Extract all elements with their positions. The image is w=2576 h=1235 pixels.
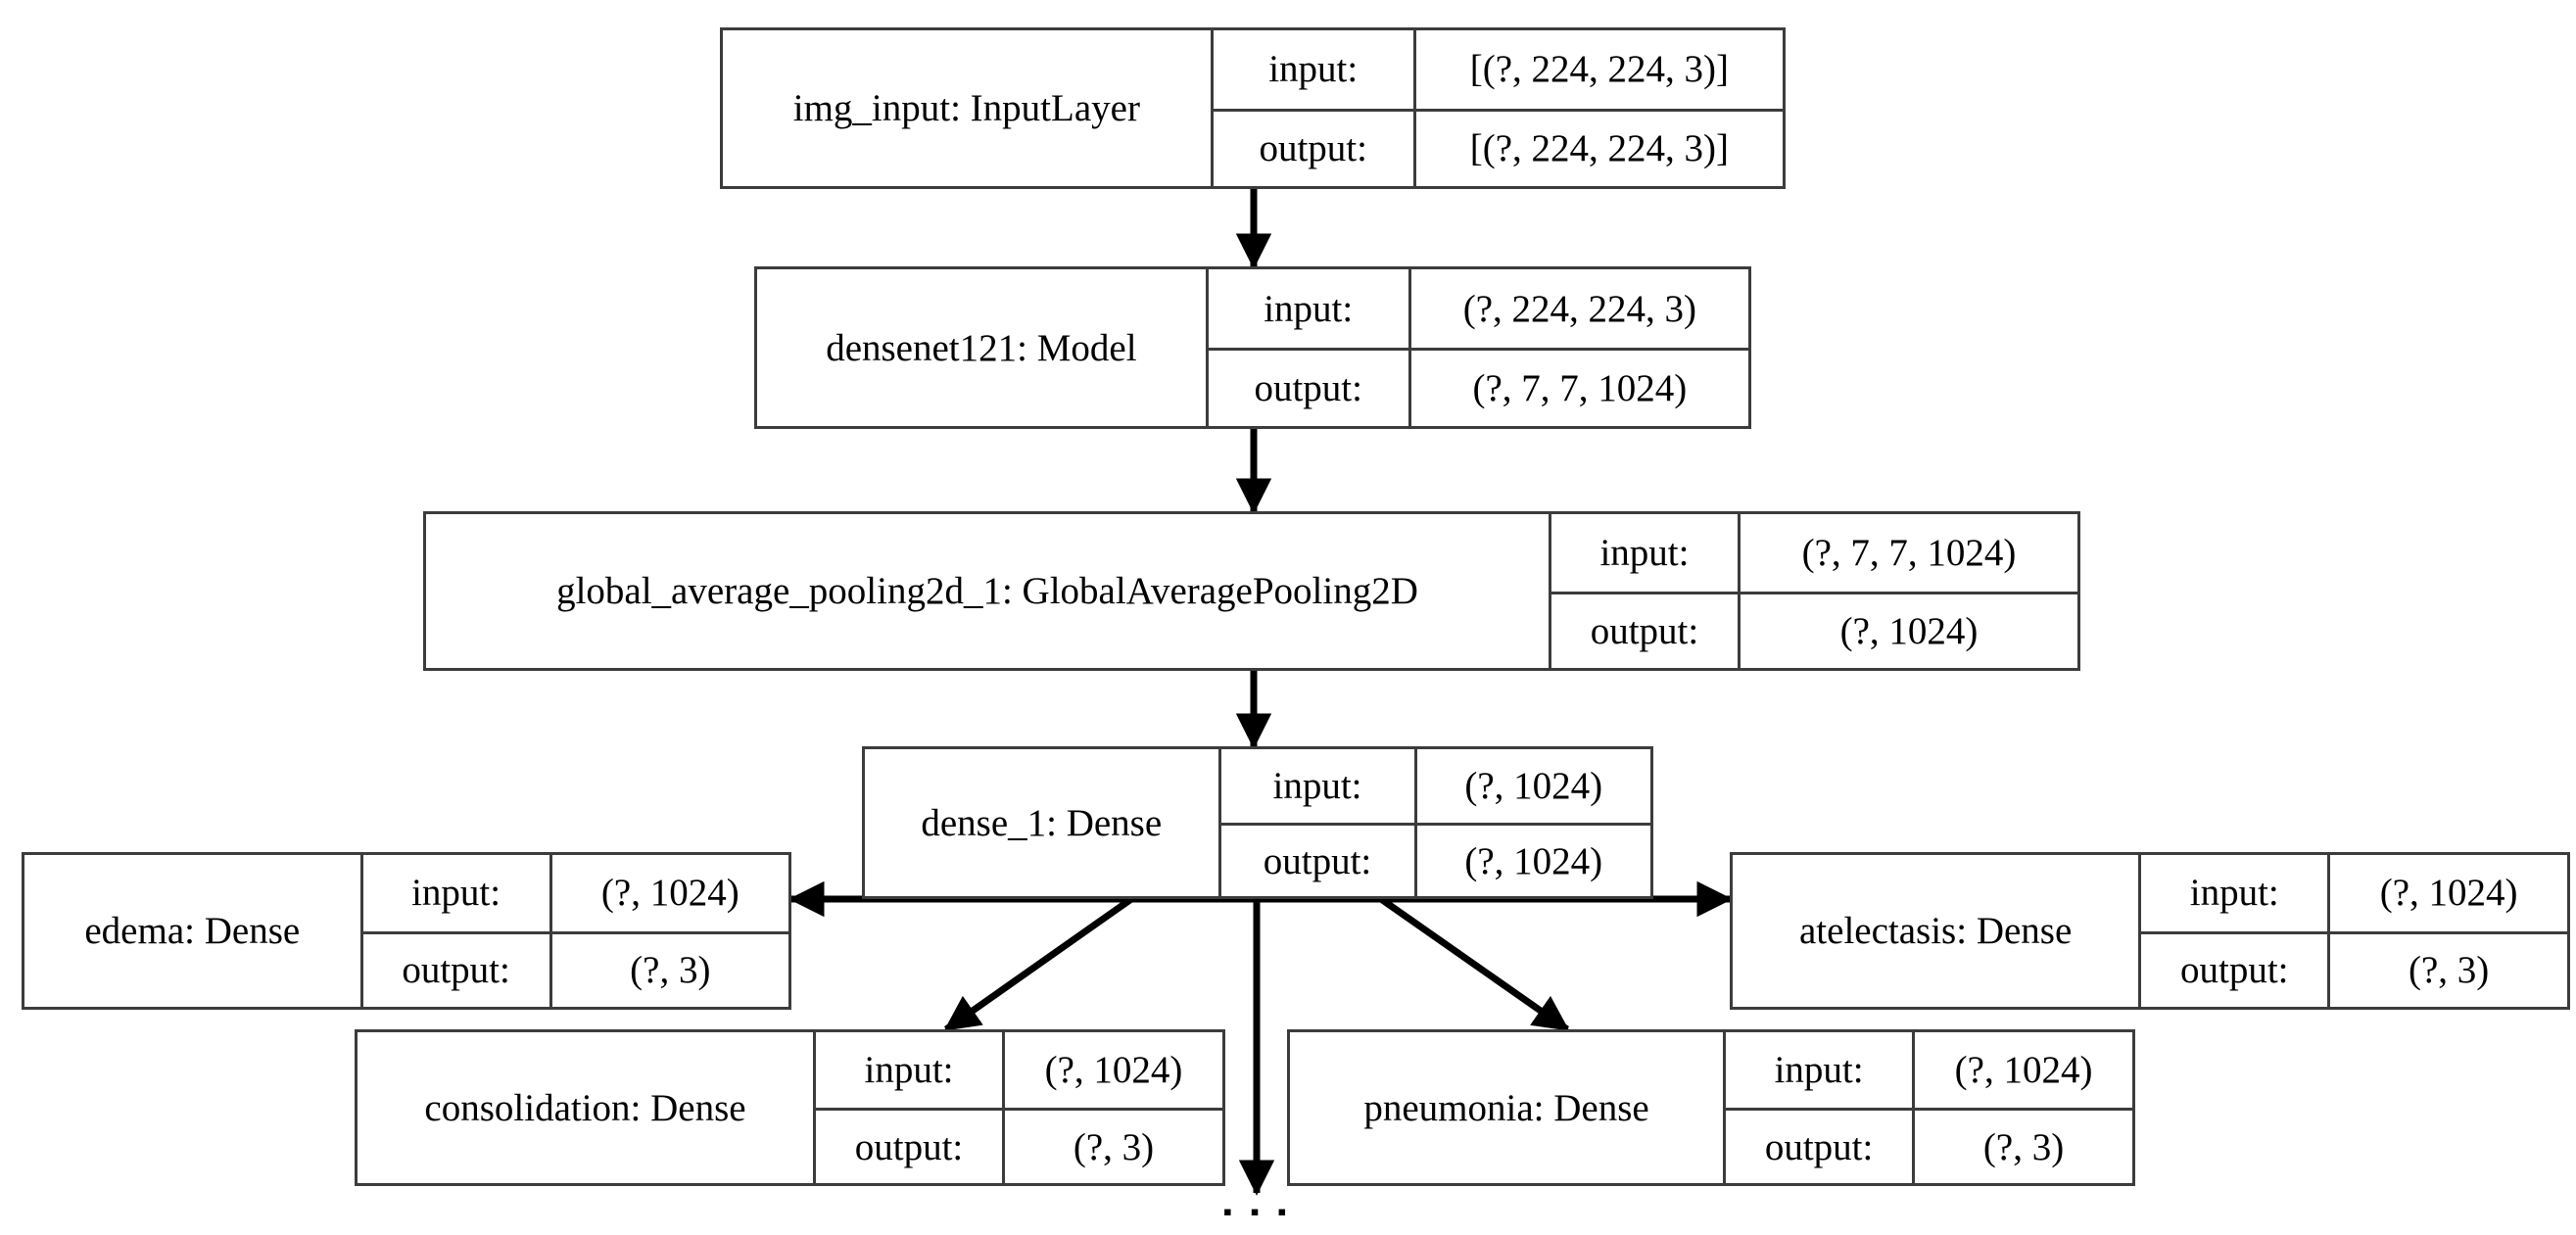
node-consolidation-label: consolidation: Dense: [424, 1086, 746, 1129]
input-label: input:: [1264, 287, 1354, 330]
node-atelectasis-input-row: input: (?, 1024): [2141, 855, 2567, 931]
node-dense_1-input-row: input: (?, 1024): [1221, 749, 1650, 823]
node-pneumonia-input-shape: (?, 1024): [1912, 1032, 2132, 1108]
node-dense_1-io: input: (?, 1024) output: (?, 1024): [1217, 749, 1650, 896]
node-global_average_pooling2d_1-output-shape: (?, 1024): [1737, 594, 2077, 668]
node-densenet121-input-shape: (?, 224, 224, 3): [1407, 269, 1748, 348]
node-pneumonia-io: input: (?, 1024) output: (?, 3): [1723, 1032, 2132, 1183]
node-dense_1-input-shape: (?, 1024): [1413, 749, 1650, 823]
output-label: output:: [1263, 839, 1372, 882]
output-label: output:: [1764, 1125, 1874, 1168]
node-global_average_pooling2d_1-label: global_average_pooling2d_1: GlobalAverag…: [556, 570, 1418, 612]
node-edema[interactable]: edema: Dense input: (?, 1024) output: (?…: [22, 852, 791, 1010]
edge-dense_1-to-pneumonia: [1378, 896, 1570, 1032]
node-pneumonia-label: pneumonia: Dense: [1363, 1086, 1649, 1129]
node-img_input[interactable]: img_input: InputLayer input: [(?, 224, 2…: [720, 27, 1786, 189]
node-edema-output-shape: (?, 3): [549, 933, 788, 1007]
output-label: output:: [1259, 127, 1367, 170]
node-atelectasis-io: input: (?, 1024) output: (?, 3): [2138, 855, 2567, 1007]
node-img_input-label: img_input: InputLayer: [792, 87, 1140, 129]
node-consolidation-input-row: input: (?, 1024): [816, 1032, 1222, 1108]
node-dense_1-output-shape: (?, 1024): [1413, 826, 1650, 896]
node-img_input-output-shape: [(?, 224, 224, 3)]: [1412, 111, 1783, 186]
node-densenet121[interactable]: densenet121: Model input: (?, 224, 224, …: [754, 266, 1751, 429]
node-atelectasis-output-shape: (?, 3): [2327, 933, 2567, 1007]
node-consolidation-io: input: (?, 1024) output: (?, 3): [813, 1032, 1222, 1183]
node-densenet121-label: densenet121: Model: [826, 326, 1137, 369]
input-label: input:: [411, 872, 501, 915]
edge-dense_1-to-consolidation: [943, 896, 1134, 1032]
node-consolidation-output-shape: (?, 3): [1002, 1111, 1222, 1183]
node-global_average_pooling2d_1-input-row: input: (?, 7, 7, 1024): [1551, 514, 2077, 592]
node-edema-input-row: input: (?, 1024): [363, 855, 788, 931]
node-dense_1-label: dense_1: Dense: [921, 801, 1163, 844]
node-pneumonia[interactable]: pneumonia: Dense input: (?, 1024) output…: [1287, 1029, 2135, 1186]
node-img_input-input-row: input: [(?, 224, 224, 3)]: [1214, 30, 1783, 109]
node-pneumonia-output-shape: (?, 3): [1912, 1111, 2132, 1183]
output-label: output:: [402, 949, 510, 992]
node-densenet121-io: input: (?, 224, 224, 3) output: (?, 7, 7…: [1205, 269, 1748, 426]
node-edema-label: edema: Dense: [84, 910, 301, 952]
node-img_input-input-shape: [(?, 224, 224, 3)]: [1412, 30, 1783, 109]
node-atelectasis-input-shape: (?, 1024): [2327, 855, 2567, 931]
input-label: input:: [1272, 765, 1362, 807]
node-atelectasis-label: atelectasis: Dense: [1798, 910, 2073, 952]
output-label: output:: [854, 1125, 964, 1168]
node-edema-io: input: (?, 1024) output: (?, 3): [359, 855, 788, 1007]
node-densenet121-input-row: input: (?, 224, 224, 3): [1209, 269, 1748, 348]
node-consolidation[interactable]: consolidation: Dense input: (?, 1024) ou…: [355, 1029, 1225, 1186]
more-outputs-ellipsis: ▪ ▪ ▪: [1222, 1198, 1293, 1226]
node-edema-output-row: output: (?, 3): [362, 930, 788, 1007]
output-label: output:: [1590, 609, 1699, 652]
node-consolidation-output-row: output: (?, 3): [816, 1108, 1222, 1183]
node-atelectasis-output-row: output: (?, 3): [2141, 930, 2567, 1007]
input-label: input:: [2189, 872, 2279, 915]
node-consolidation-input-shape: (?, 1024): [1002, 1032, 1222, 1108]
node-global_average_pooling2d_1[interactable]: global_average_pooling2d_1: GlobalAverag…: [423, 511, 2080, 671]
node-global_average_pooling2d_1-output-row: output: (?, 1024): [1550, 591, 2077, 668]
node-densenet121-output-row: output: (?, 7, 7, 1024): [1208, 348, 1748, 426]
node-global_average_pooling2d_1-io: input: (?, 7, 7, 1024) output: (?, 1024): [1548, 514, 2077, 668]
node-edema-input-shape: (?, 1024): [549, 855, 788, 931]
node-pneumonia-input-row: input: (?, 1024): [1726, 1032, 2132, 1108]
input-label: input:: [1268, 48, 1359, 91]
node-dense_1[interactable]: dense_1: Dense input: (?, 1024) output: …: [862, 746, 1653, 899]
node-dense_1-output-row: output: (?, 1024): [1220, 823, 1650, 896]
input-label: input:: [1599, 531, 1690, 574]
output-label: output:: [1254, 367, 1362, 409]
node-global_average_pooling2d_1-input-shape: (?, 7, 7, 1024): [1737, 514, 2077, 592]
node-img_input-io: input: [(?, 224, 224, 3)] output: [(?, 2…: [1210, 30, 1783, 186]
input-label: input:: [864, 1049, 954, 1091]
node-densenet121-output-shape: (?, 7, 7, 1024): [1407, 351, 1748, 426]
output-label: output:: [2180, 949, 2289, 992]
node-img_input-output-row: output: [(?, 224, 224, 3)]: [1213, 108, 1783, 186]
node-pneumonia-output-row: output: (?, 3): [1726, 1108, 2132, 1183]
node-atelectasis[interactable]: atelectasis: Dense input: (?, 1024) outp…: [1730, 852, 2570, 1010]
input-label: input:: [1774, 1049, 1864, 1091]
